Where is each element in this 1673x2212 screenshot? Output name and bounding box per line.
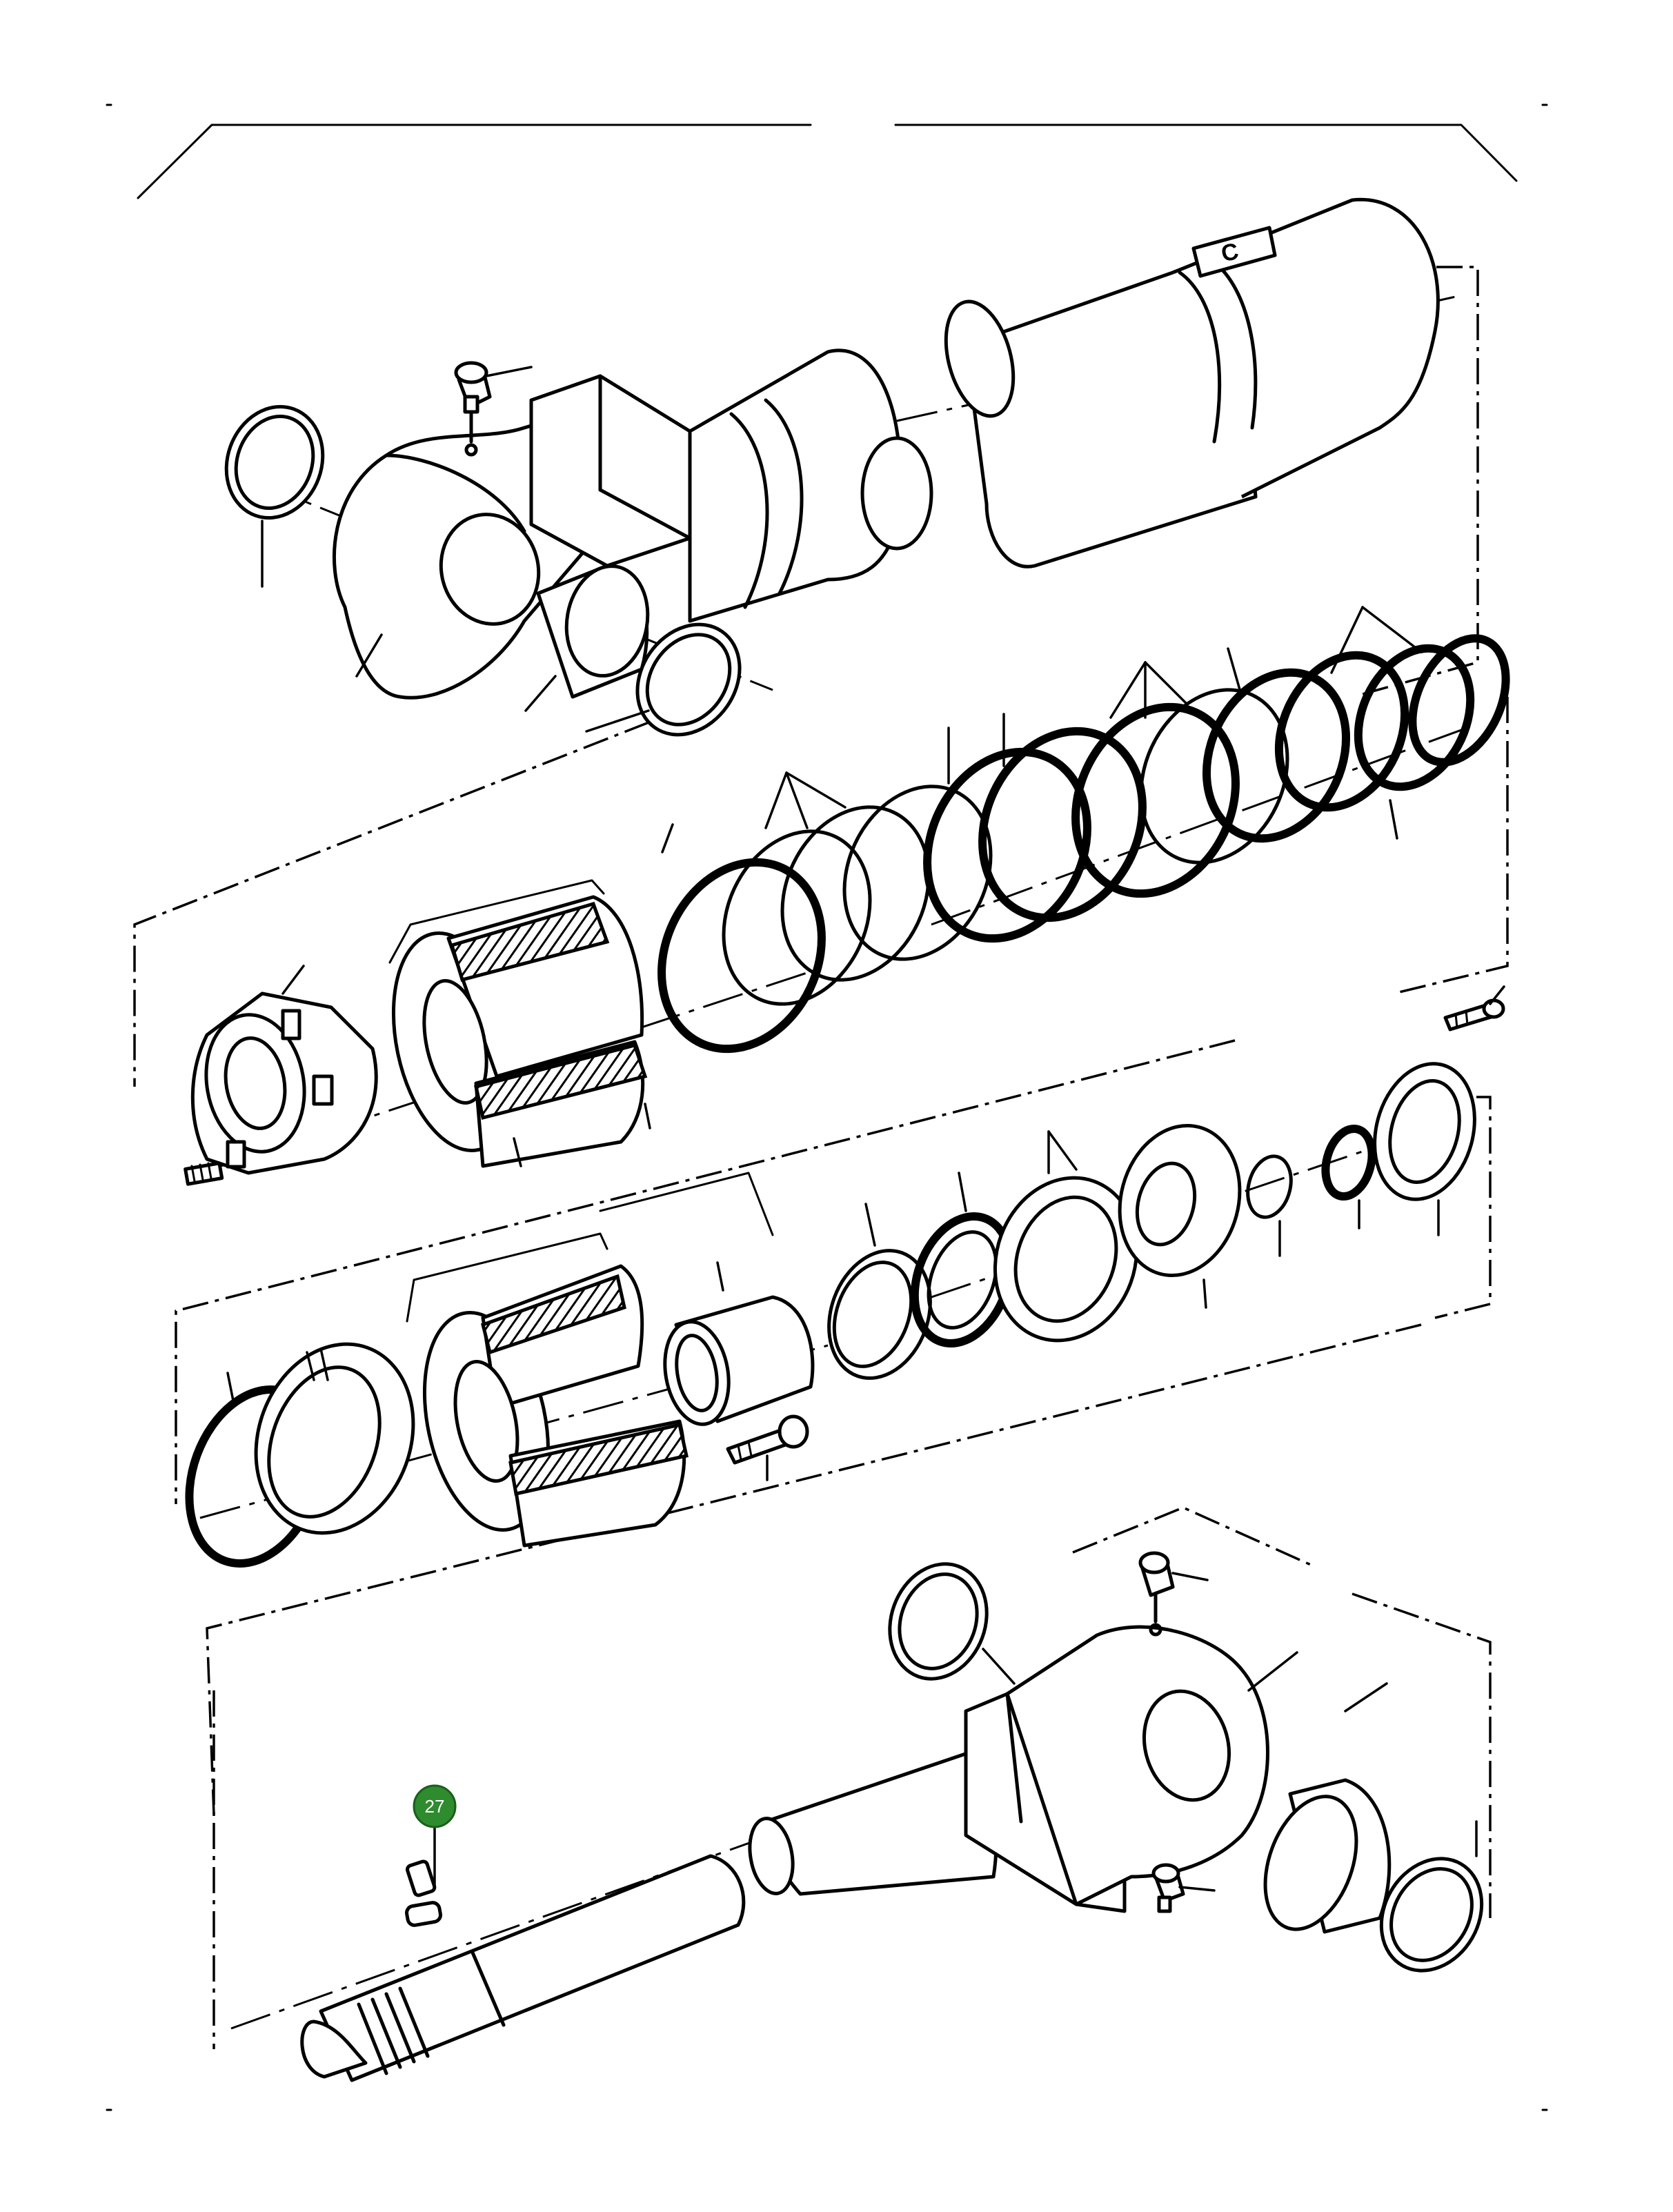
cylinder-head xyxy=(406,1172,774,1548)
grease-nipple-eye-top xyxy=(1138,1551,1209,1637)
grease-nipple-top xyxy=(454,361,533,457)
top-frame-bracket xyxy=(137,124,1518,199)
piston-rod-mid xyxy=(748,1747,998,1896)
crop-marks xyxy=(106,103,1548,2111)
eye-bushing xyxy=(1263,1778,1484,1973)
cap-screw-right xyxy=(1443,985,1505,1031)
wiper-seal xyxy=(254,1342,415,1535)
piston-rod xyxy=(300,1854,746,2082)
piston-seal-stack xyxy=(657,606,1510,1054)
piston-nut-group xyxy=(175,697,1509,1504)
grease-nipple-eye-bottom xyxy=(1151,1863,1216,1913)
piston-rod-group xyxy=(212,1506,1492,2082)
cylinder-barrel xyxy=(333,348,933,737)
bearing-ring-eye-top xyxy=(888,1562,1016,1685)
cylinder-tube-group: C xyxy=(133,197,1510,1087)
callout-27-label[interactable]: 27 xyxy=(425,1796,445,1817)
rod-eye xyxy=(964,1625,1388,1913)
head-seal-group xyxy=(185,1062,1492,1815)
cap-screw-head xyxy=(726,1414,809,1481)
callout-27-badge[interactable] xyxy=(413,1784,457,1828)
guide-bushing xyxy=(663,1261,815,1426)
bearing-ring-top-left xyxy=(224,405,325,588)
rod-seal-rings xyxy=(827,1130,1139,1380)
callout-27[interactable]: 27 xyxy=(413,1784,457,1828)
barrel-tube: C xyxy=(944,197,1440,569)
piston-upper xyxy=(388,879,651,1168)
key-pin xyxy=(405,1827,442,1927)
flange-plate xyxy=(1118,1062,1476,1309)
castle-nut xyxy=(184,965,378,1186)
